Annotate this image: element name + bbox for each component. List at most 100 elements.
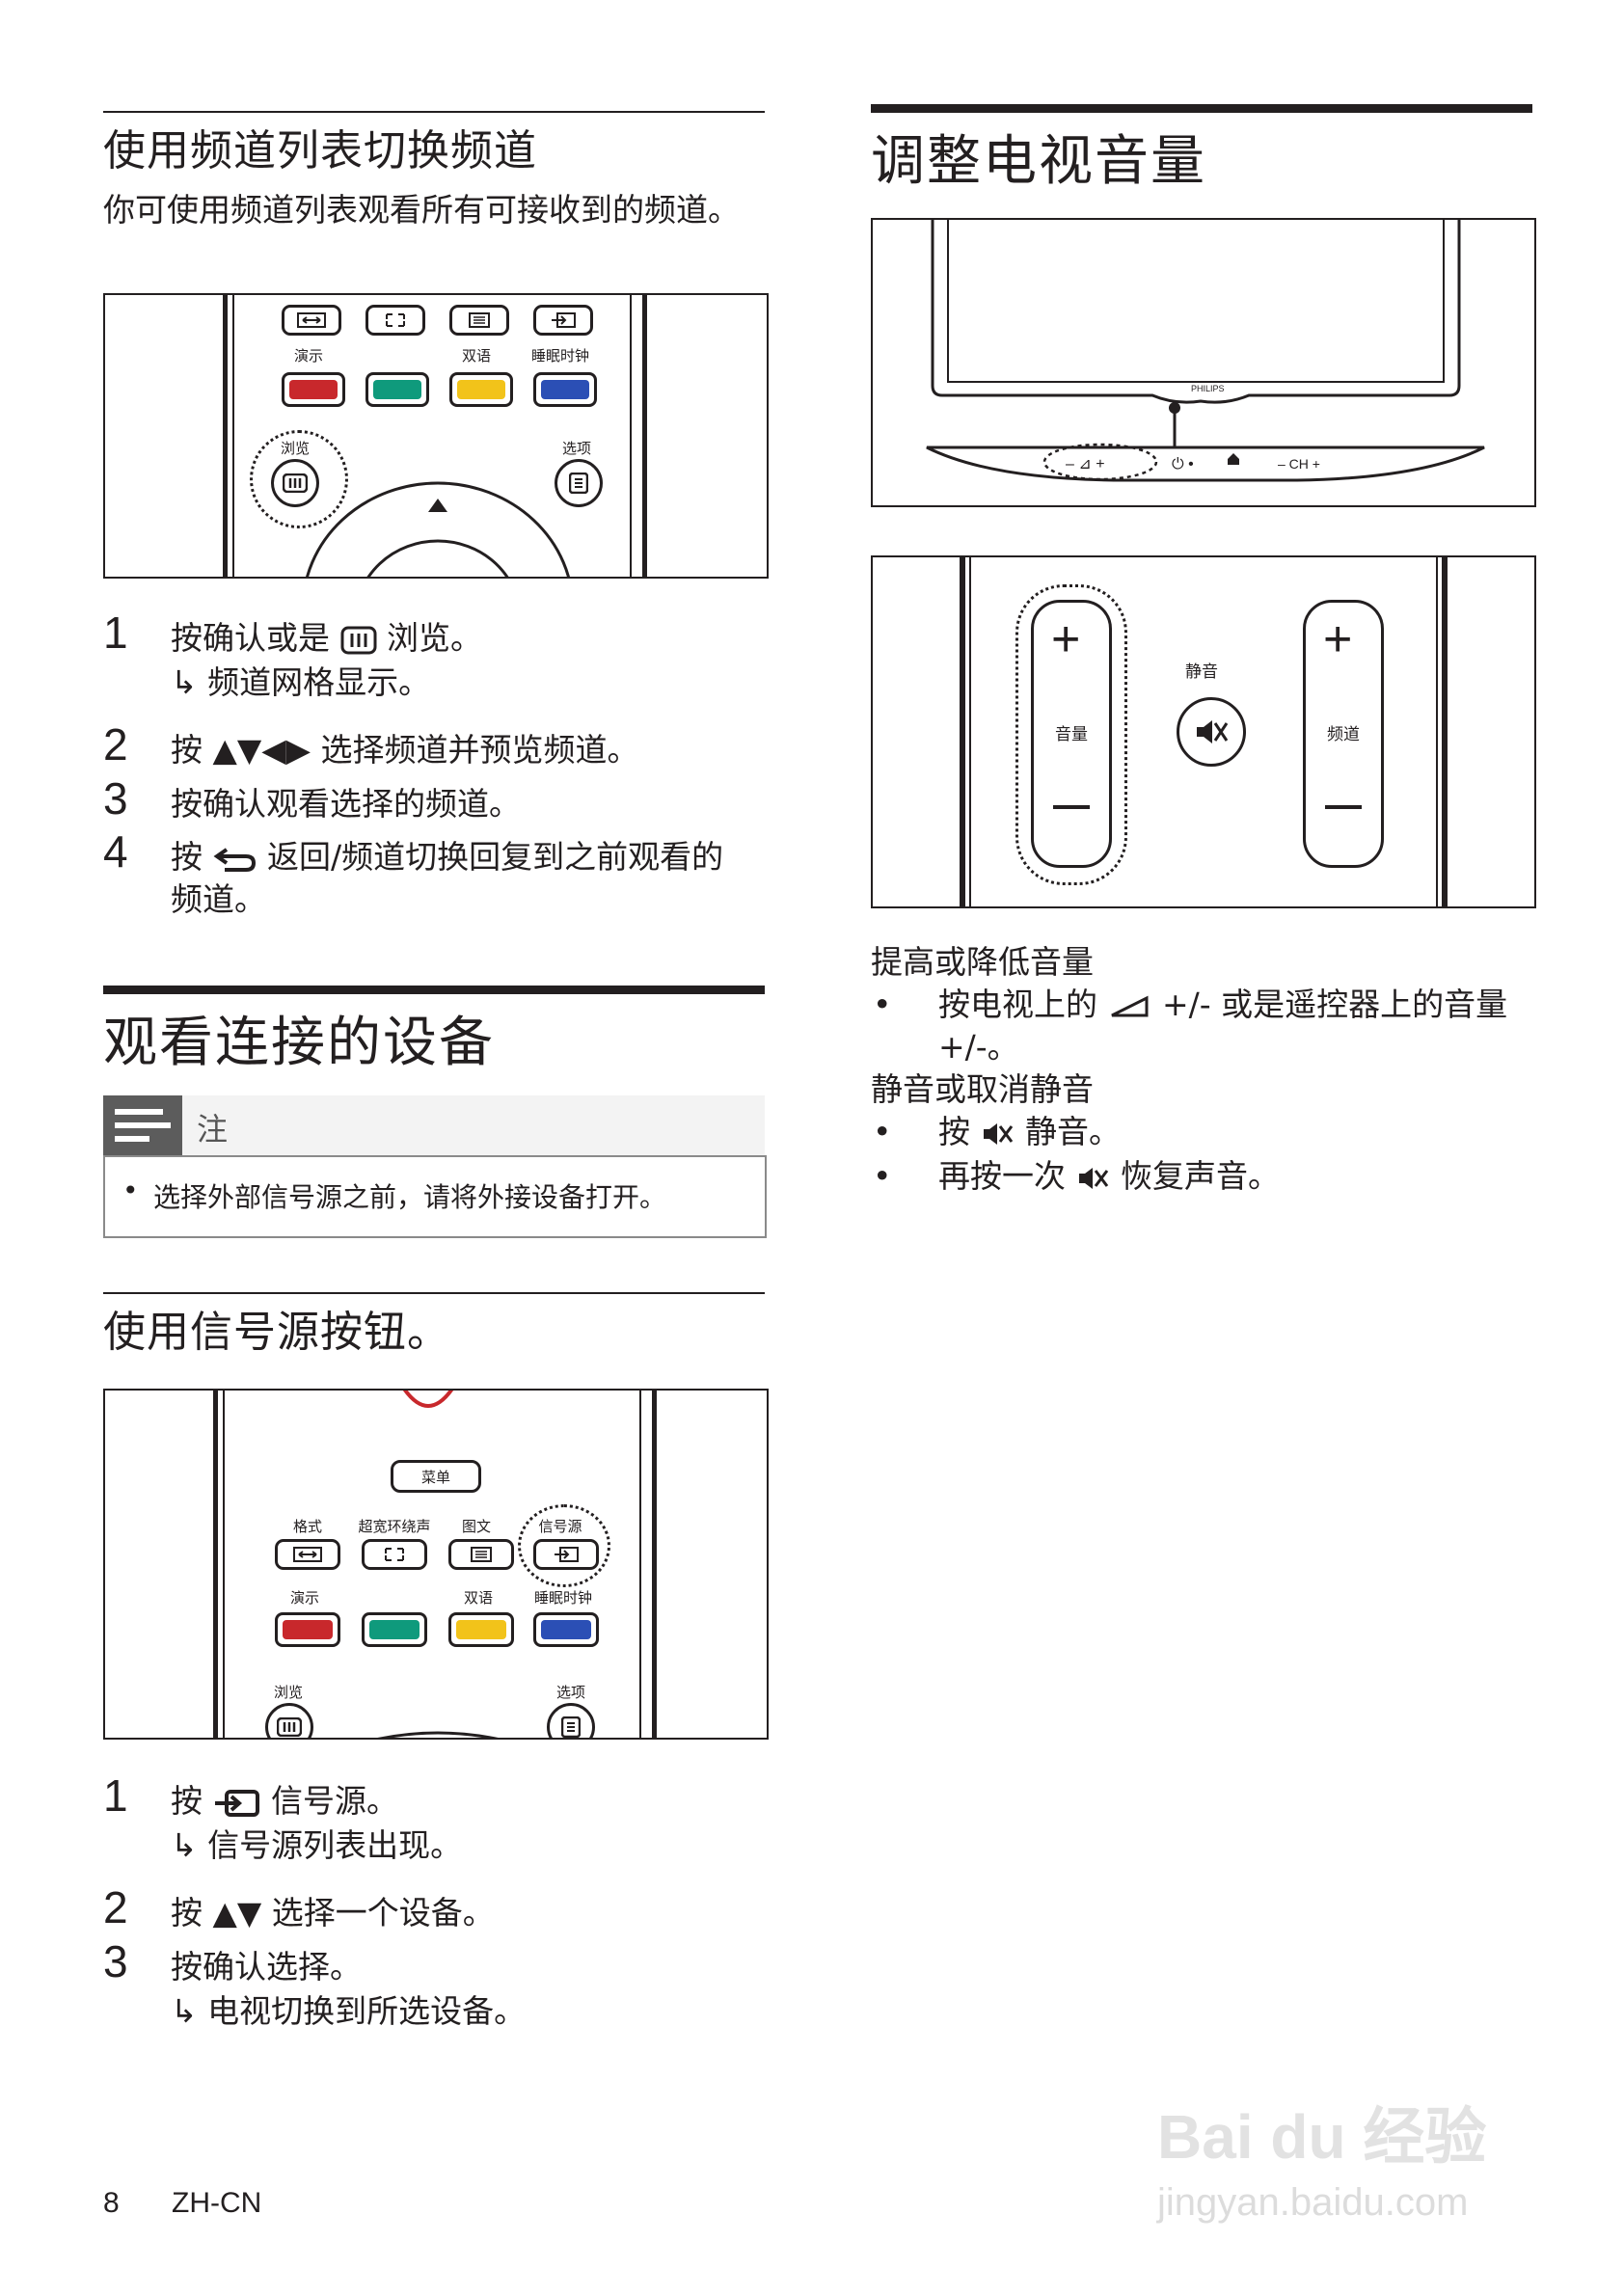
step-result: ↳ 电视切换到所选设备。: [171, 1990, 526, 2033]
navigation-ring[interactable]: [279, 473, 597, 579]
step-result-text: 电视切换到所选设备。: [207, 1992, 527, 2030]
watermark-url: jingyan.baidu.com: [1157, 2181, 1469, 2224]
step-number: 2: [103, 1882, 128, 1932]
section-title-connected-devices: 观看连接的设备: [103, 1012, 495, 1074]
plus-icon: +: [1323, 611, 1353, 667]
note-box: • 选择外部信号源之前，请将外接设备打开。: [103, 1155, 767, 1238]
step-2: 2 按 ▲▼ 选择一个设备。: [103, 1885, 769, 1934]
options-label: 选项: [555, 1684, 585, 1701]
power-button[interactable]: [394, 1389, 462, 1412]
step-4: 4 按 返回/频道切换回复到之前观看的频道。: [103, 829, 769, 923]
section-rule: [103, 986, 765, 994]
format-button[interactable]: [282, 305, 341, 336]
browse-icon: [277, 1717, 302, 1737]
format-icon: [293, 1547, 322, 1562]
step-text: 按 ▲▼◀▶ 选择频道并预览频道。: [171, 731, 639, 769]
step-text: 按 返回/频道切换回复到之前观看的频道。: [171, 836, 749, 921]
volume-icon: [1110, 995, 1148, 1016]
surround-icon: [386, 313, 405, 327]
blue-key[interactable]: [533, 372, 597, 407]
volume-bullet-1: • 按电视上的 +/- 或是遥控器上的音量+/-。: [871, 984, 1536, 1070]
volume-rocker[interactable]: + 音量: [1031, 600, 1112, 868]
format-label: 格式: [292, 1518, 322, 1535]
bullet-text: 再按一次 恢复声音。: [938, 1155, 1517, 1198]
source-icon: [552, 312, 576, 328]
step-text-before: 按: [171, 838, 203, 876]
step-text-after: 浏览。: [387, 619, 482, 657]
green-key[interactable]: [365, 372, 429, 407]
blue-key[interactable]: [533, 1612, 599, 1647]
result-arrow-icon: ↳: [171, 1992, 208, 2030]
remote-body: [223, 295, 647, 577]
red-key[interactable]: [275, 1612, 340, 1647]
volume-highlight: [1015, 584, 1127, 885]
page-number: 8: [103, 2187, 120, 2219]
minus-icon: [1053, 805, 1090, 809]
channel-list-intro: 你可使用频道列表观看所有可接收到的频道。: [103, 191, 740, 229]
options-icon: [561, 1716, 581, 1738]
step-result-text: 频道网格显示。: [207, 663, 431, 701]
bullet-text: 按电视上的 +/- 或是遥控器上的音量+/-。: [938, 984, 1517, 1068]
step-text: 按确认或是 浏览。: [171, 617, 788, 660]
options-icon: [569, 473, 588, 494]
browse-icon: [340, 626, 376, 654]
source-icon: [214, 1789, 259, 1817]
dual-label: 双语: [463, 1589, 493, 1607]
browse-button[interactable]: [265, 1703, 313, 1738]
dual-label: 双语: [461, 347, 491, 365]
step-2: 2 按 ▲▼◀▶ 选择频道并预览频道。: [103, 722, 769, 771]
options-button[interactable]: [547, 1703, 595, 1738]
tv-keys-figure: + 音量 静音 + 频道: [871, 555, 1536, 908]
browse-icon: [283, 473, 308, 493]
menu-label: 菜单: [420, 1468, 450, 1486]
yellow-key[interactable]: [448, 1612, 514, 1647]
red-key[interactable]: [282, 372, 345, 407]
surround-button[interactable]: [365, 305, 425, 336]
volume-bullet-2: • 按 静音。: [871, 1111, 1536, 1153]
source-button[interactable]: [533, 1539, 599, 1570]
svg-text:– CH +: – CH +: [1278, 456, 1320, 472]
step-text: 按确认观看选择的频道。: [171, 785, 521, 823]
navigation-ring[interactable]: [337, 1718, 539, 1740]
step-number: 1: [103, 1770, 128, 1821]
section-rule: [103, 111, 765, 113]
yellow-key[interactable]: [449, 372, 513, 407]
mute-label: 静音: [1185, 662, 1218, 682]
svg-text:⏻ •: ⏻ •: [1172, 456, 1194, 473]
step-text-after: 信号源。: [271, 1782, 398, 1820]
step-number: 4: [103, 826, 128, 877]
bullet-text-after: 恢复声音。: [1121, 1157, 1280, 1195]
teletext-button[interactable]: [448, 1539, 514, 1570]
surround-icon: [385, 1548, 404, 1561]
green-key[interactable]: [362, 1612, 427, 1647]
mute-button[interactable]: [1177, 697, 1246, 767]
section-title-volume: 调整电视音量: [871, 130, 1206, 193]
browse-button[interactable]: [271, 459, 319, 507]
step-text-before: 按: [171, 1782, 203, 1820]
mute-icon: [1197, 720, 1229, 743]
format-button[interactable]: [275, 1539, 340, 1570]
bullet: •: [873, 1113, 892, 1150]
surround-button[interactable]: [362, 1539, 427, 1570]
result-arrow-icon: ↳: [171, 663, 208, 701]
step-text-before: 按确认或是: [171, 619, 330, 657]
teletext-icon: [471, 1547, 492, 1562]
teletext-button[interactable]: [449, 305, 509, 336]
back-icon: [213, 847, 256, 872]
options-button[interactable]: [555, 459, 603, 507]
source-button[interactable]: [533, 305, 593, 336]
step-3: 3 按确认选择。 ↳ 电视切换到所选设备。: [103, 1939, 769, 2033]
step-text: 按 ▲▼ 选择一个设备。: [171, 1894, 495, 1931]
menu-button[interactable]: 菜单: [391, 1460, 481, 1493]
teletext-label: 图文: [461, 1518, 491, 1535]
note-icon: [103, 1095, 182, 1155]
step-text: 按确认选择。: [171, 1948, 362, 1985]
step-number: 3: [103, 773, 128, 824]
browse-label: 浏览: [280, 440, 310, 457]
format-icon: [297, 312, 326, 328]
note-header-bg: [182, 1095, 765, 1155]
channel-rocker[interactable]: + 频道: [1303, 600, 1384, 868]
step-text: 按 信号源。: [171, 1780, 788, 1823]
note-label: 注: [197, 1111, 229, 1148]
sleep-label: 睡眠时钟: [533, 1589, 592, 1607]
